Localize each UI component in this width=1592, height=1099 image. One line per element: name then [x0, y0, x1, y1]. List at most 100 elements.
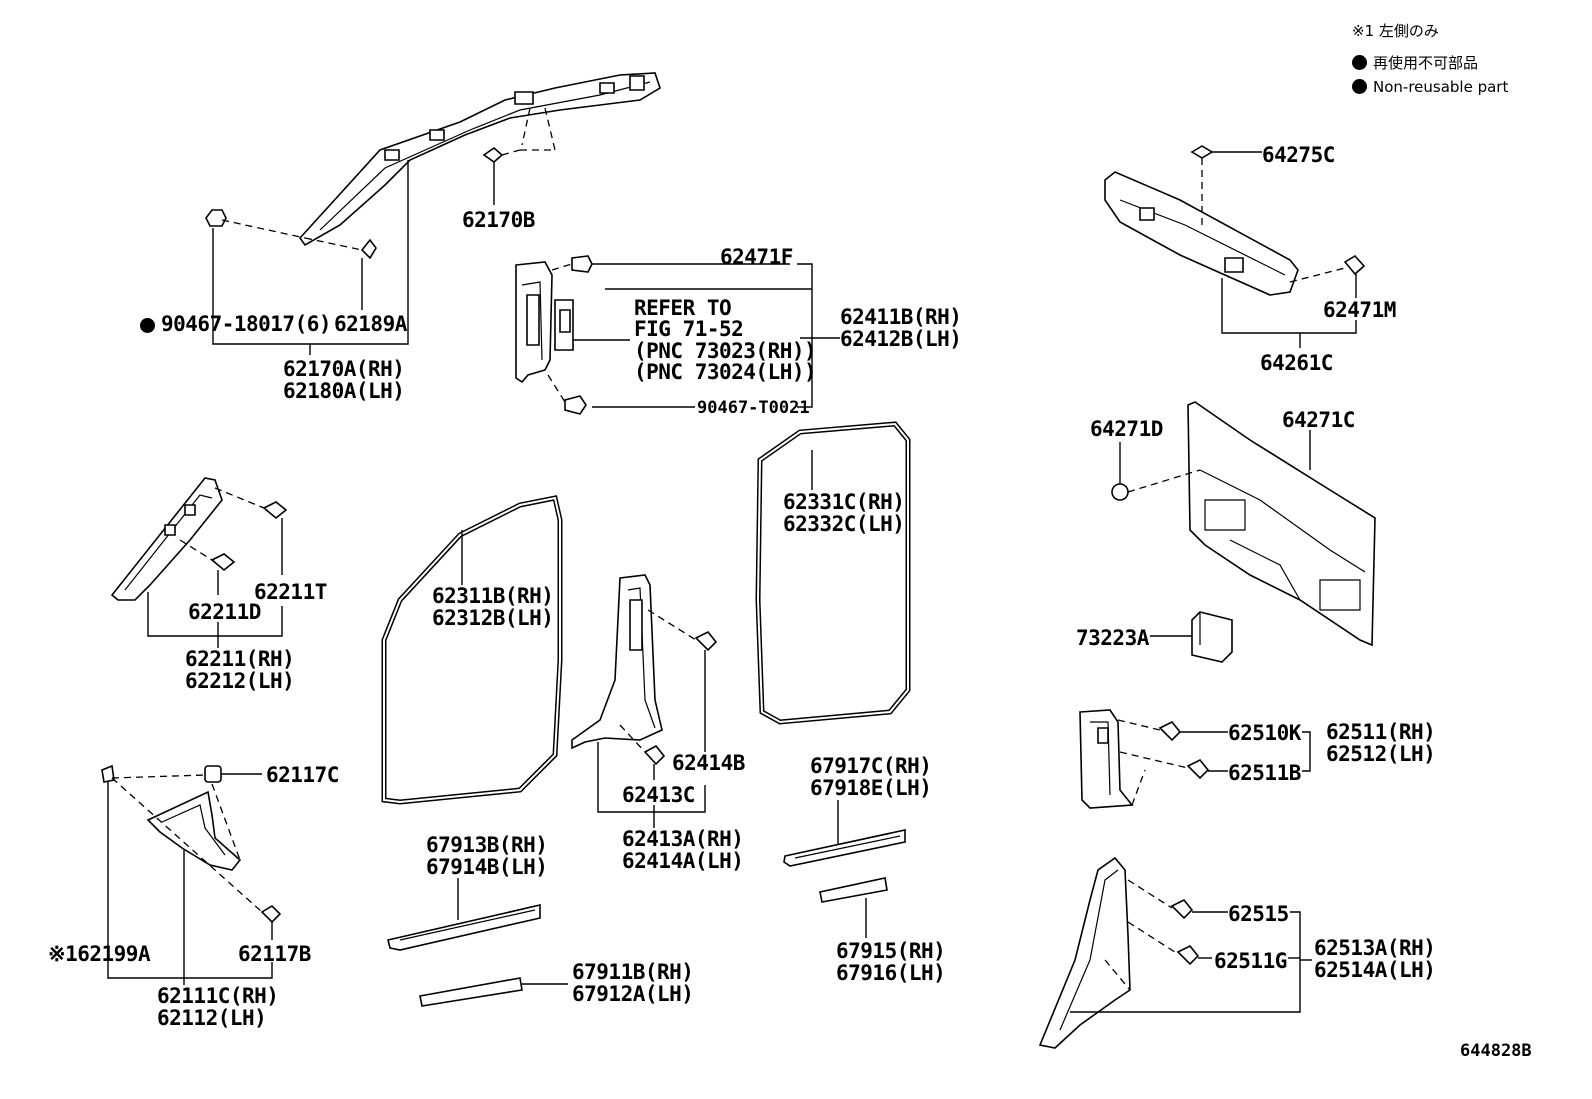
rear-door-scuff-plate	[784, 830, 905, 866]
label-67912a-lh[interactable]: 67912A(LH)	[572, 982, 694, 1006]
label-67916-lh[interactable]: 67916(LH)	[836, 961, 946, 985]
label-62414b[interactable]: 62414B	[672, 751, 745, 775]
quarter-trim-upper	[1080, 710, 1132, 808]
label-62111c-rh[interactable]: 62111C(RH)	[157, 984, 279, 1008]
label-64275c[interactable]: 64275C	[1262, 143, 1335, 167]
clip-62211d-icon	[212, 554, 234, 570]
label-62511-rh[interactable]: 62511(RH)	[1326, 720, 1436, 744]
clip-90467-t0021-icon	[565, 396, 586, 414]
label-62211d[interactable]: 62211D	[188, 600, 261, 624]
label-62510k[interactable]: 62510K	[1228, 721, 1301, 745]
label-62413c[interactable]: 62413C	[622, 783, 695, 807]
label-62199a[interactable]: ※162199A	[48, 942, 151, 966]
label-62413a-rh[interactable]: 62413A(RH)	[622, 827, 744, 851]
legend-non-reusable-ja: 再使用不可部品	[1352, 52, 1478, 73]
legend-note-1: ※1 左側のみ	[1352, 20, 1439, 41]
label-62511b[interactable]: 62511B	[1228, 761, 1301, 785]
cowl-side-trim	[148, 792, 240, 870]
clip-62117b-icon	[262, 906, 280, 922]
front-door-scuff-plate-outer	[420, 978, 522, 1006]
label-62513a-rh[interactable]: 62513A(RH)	[1314, 936, 1436, 960]
label-62180a-lh[interactable]: 62180A(LH)	[283, 379, 405, 403]
clip-64271d-icon	[1112, 484, 1128, 500]
rear-door-weatherstrip	[758, 424, 908, 722]
part-73223a-icon	[1192, 612, 1232, 662]
back-door-upper-garnish	[1105, 172, 1298, 295]
label-62211t[interactable]: 62211T	[254, 580, 327, 604]
label-62189a[interactable]: 62189A	[334, 312, 407, 336]
non-reusable-dot-icon	[1352, 55, 1367, 70]
label-62332c-lh[interactable]: 62332C(LH)	[783, 512, 905, 536]
label-62112-lh[interactable]: 62112(LH)	[157, 1006, 267, 1030]
clip-62211t-icon	[264, 502, 286, 518]
clip-62511b-icon	[1188, 760, 1208, 778]
label-67911b-rh[interactable]: 67911B(RH)	[572, 960, 694, 984]
roof-side-rail-garnish	[300, 73, 660, 245]
front-door-scuff-plate	[388, 905, 540, 950]
legend-ja-text: 再使用不可部品	[1373, 54, 1479, 72]
label-62311b-rh[interactable]: 62311B(RH)	[432, 584, 554, 608]
label-62412b-lh[interactable]: 62412B(LH)	[840, 327, 962, 351]
clip-62117c-icon	[205, 766, 221, 782]
label-62170b[interactable]: 62170B	[462, 208, 535, 232]
center-pillar-lower-garnish	[572, 575, 662, 748]
label-62471f[interactable]: 62471F	[720, 245, 793, 269]
label-62170a-rh[interactable]: 62170A(RH)	[283, 357, 405, 381]
label-pnc-73023[interactable]: (PNC 73023(RH))	[634, 339, 817, 363]
label-62414a-lh[interactable]: 62414A(LH)	[622, 849, 744, 873]
label-refer-to: REFER TO	[634, 296, 732, 320]
back-door-trim-board	[1188, 402, 1375, 645]
clip-64275c-icon	[1192, 146, 1212, 158]
clip-62189a-icon	[362, 240, 376, 258]
quarter-trim-lower	[1040, 858, 1130, 1048]
non-reusable-dot-icon	[1352, 79, 1367, 94]
label-64271d[interactable]: 64271D	[1090, 417, 1163, 441]
label-67917c-rh[interactable]: 67917C(RH)	[810, 754, 932, 778]
label-62471m[interactable]: 62471M	[1323, 298, 1396, 322]
label-62117b[interactable]: 62117B	[238, 942, 311, 966]
label-62312b-lh[interactable]: 62312B(LH)	[432, 606, 554, 630]
non-reusable-dot-icon	[140, 318, 155, 333]
diagram-id: 644828B	[1460, 1041, 1532, 1061]
clip-62471f-icon	[572, 256, 592, 272]
clip-62515-icon	[1172, 900, 1192, 918]
front-pillar-garnish	[112, 478, 222, 600]
label-62331c-rh[interactable]: 62331C(RH)	[783, 490, 905, 514]
label-62212-lh[interactable]: 62212(LH)	[185, 669, 295, 693]
clip-62170b-icon	[484, 148, 520, 162]
label-62411b-rh[interactable]: 62411B(RH)	[840, 305, 962, 329]
legend-note-1-text: ※1 左側のみ	[1352, 22, 1439, 40]
label-64261c[interactable]: 64261C	[1260, 351, 1333, 375]
clip-62413c-icon	[645, 746, 664, 764]
clip-62471m-icon	[1345, 256, 1364, 274]
label-62515[interactable]: 62515	[1228, 902, 1289, 926]
label-90467-18017-text: 90467-18017(6)	[161, 312, 332, 336]
label-73223a[interactable]: 73223A	[1076, 626, 1149, 650]
label-90467-t0021[interactable]: 90467-T0021	[697, 398, 810, 418]
rear-door-scuff-plate-outer	[820, 878, 887, 902]
clip-62510k-icon	[1160, 722, 1180, 740]
label-67914b-lh[interactable]: 67914B(LH)	[426, 855, 548, 879]
label-64271c[interactable]: 64271C	[1282, 408, 1355, 432]
label-62511g[interactable]: 62511G	[1214, 949, 1287, 973]
label-67913b-rh[interactable]: 67913B(RH)	[426, 833, 548, 857]
clip-90467-18017-icon	[206, 210, 226, 226]
label-62514a-lh[interactable]: 62514A(LH)	[1314, 958, 1436, 982]
legend-en-text: Non-reusable part	[1373, 78, 1509, 96]
center-pillar-garnish	[516, 262, 573, 382]
label-90467-18017[interactable]: 90467-18017(6)	[140, 312, 332, 336]
label-62211-rh[interactable]: 62211(RH)	[185, 647, 295, 671]
label-67915-rh[interactable]: 67915(RH)	[836, 939, 946, 963]
label-67918e-lh[interactable]: 67918E(LH)	[810, 776, 932, 800]
front-door-weatherstrip	[384, 498, 560, 802]
label-62117c[interactable]: 62117C	[266, 763, 339, 787]
label-fig-71-52[interactable]: FIG 71-52	[634, 317, 744, 341]
clip-62199a-icon	[102, 766, 114, 782]
clip-62511g-icon	[1178, 946, 1198, 964]
legend-non-reusable-en: Non-reusable part	[1352, 78, 1508, 96]
label-pnc-73024[interactable]: (PNC 73024(LH))	[634, 360, 817, 384]
clip-62414b-icon	[696, 632, 716, 650]
label-62512-lh[interactable]: 62512(LH)	[1326, 742, 1436, 766]
